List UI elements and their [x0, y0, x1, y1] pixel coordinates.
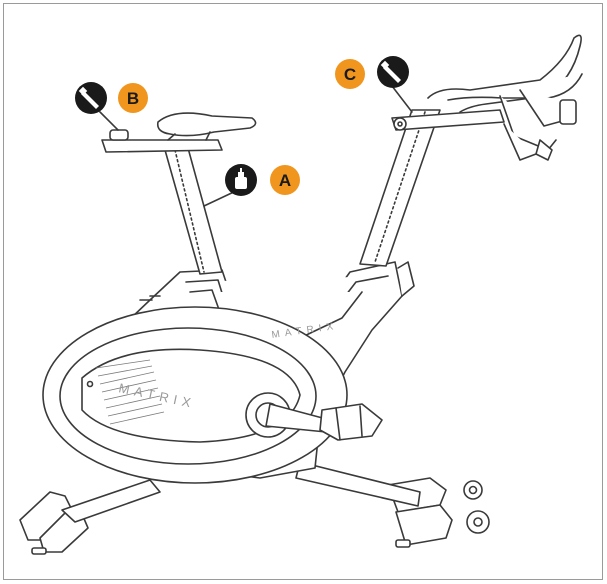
badge-a: A	[270, 165, 300, 195]
seat-post	[164, 147, 223, 275]
seat-assembly	[101, 112, 257, 153]
badge-b: B	[118, 83, 148, 113]
callout-b: B	[75, 82, 148, 114]
badge-c: C	[335, 59, 365, 89]
crank-pedal	[245, 392, 383, 441]
handlebars	[427, 34, 583, 161]
cover-hatching	[95, 359, 165, 425]
badge-c-label: C	[344, 65, 356, 84]
callout-c: C	[335, 56, 409, 89]
badge-b-label: B	[127, 89, 139, 108]
badge-a-label: A	[279, 171, 291, 190]
grease-tube-icon	[377, 56, 409, 88]
handlebar-slider	[391, 109, 505, 131]
figure-border	[3, 3, 603, 580]
handlebar-post	[359, 109, 441, 267]
rear-stabilizer	[19, 479, 161, 555]
front-stabilizer	[295, 461, 490, 548]
grease-tube-icon	[75, 82, 107, 114]
callout-a: A	[225, 164, 300, 196]
lubricant-bottle-icon	[225, 164, 257, 196]
